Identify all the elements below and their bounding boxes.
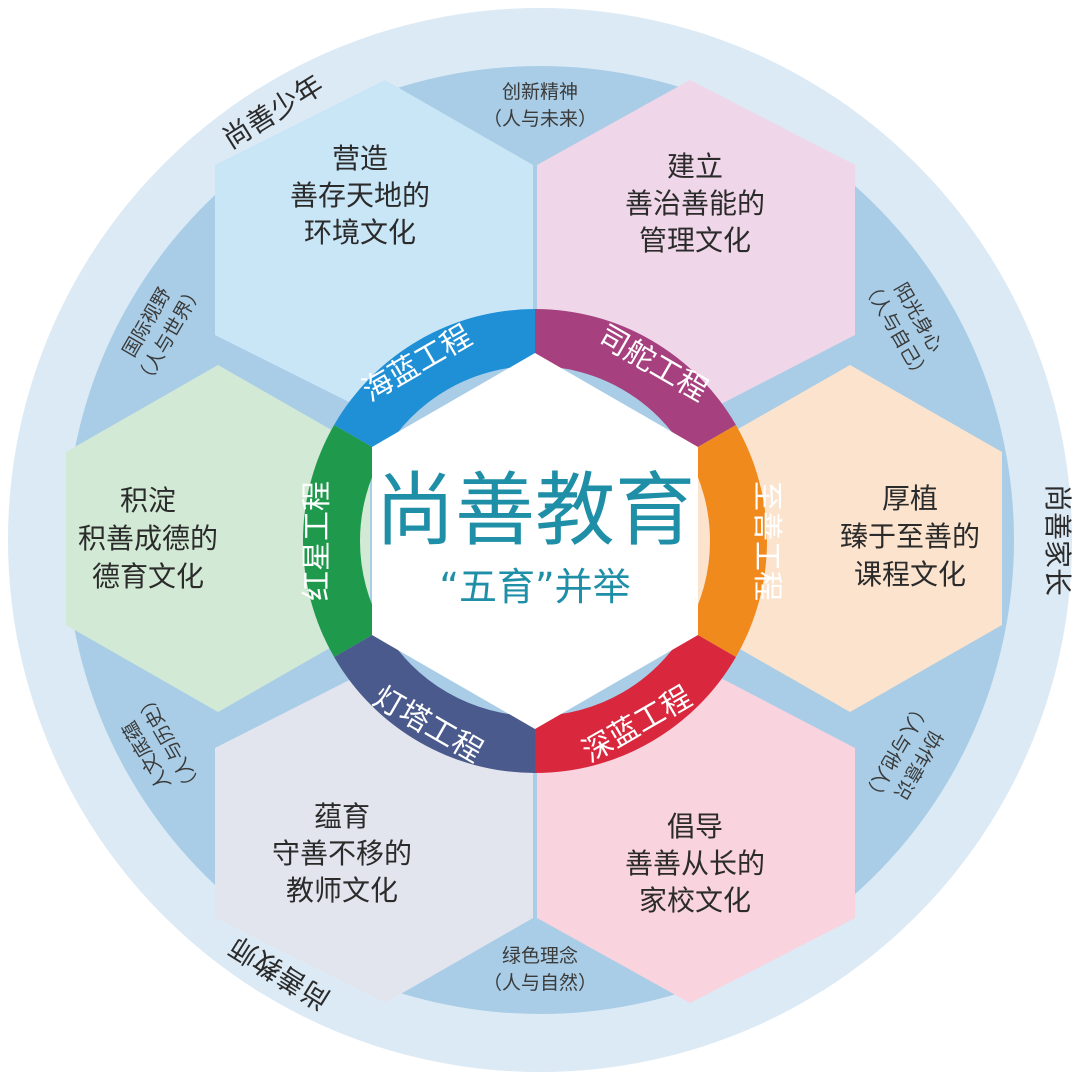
segment-situo [535,309,736,454]
teacher-line-2: 守善不移的 [272,837,412,870]
moral-line-2: 积善成德的 [78,522,218,555]
segment-dengta [334,628,535,773]
hex-moral-culture [66,365,370,712]
project-ring [302,309,767,773]
moral-line-3: 德育文化 [92,560,204,593]
environment-line-1: 营造 [332,142,388,175]
value-green-line-1: 绿色理念 [502,944,578,967]
segment-hongxing [302,425,384,657]
value-green-line-2: （人与自然） [483,972,597,994]
center-subtitle: “五育”并举 [439,565,630,609]
ring-label-parents: 尚善家长 [1041,484,1074,596]
home-school-line-3: 家校文化 [639,884,751,917]
management-line-2: 善治善能的 [625,187,765,220]
curriculum-line-3: 课程文化 [854,558,966,591]
teacher-line-1: 蕴育 [314,800,370,833]
moral-line-1: 积淀 [120,484,176,517]
center-title: 尚善教育 [375,464,695,557]
hex-curriculum-culture [698,365,1002,712]
segment-zhishan [686,425,767,657]
environment-line-2: 善存天地的 [290,179,430,212]
curriculum-line-1: 厚植 [882,482,938,515]
value-innovation-line-1: 创新精神 [502,81,578,103]
segment-shenlan [535,628,736,773]
value-innovation-line-2: （人与未来） [483,108,597,130]
project-hongxing-label: 红星工程 [300,481,335,601]
teacher-line-3: 教师文化 [286,874,398,907]
project-zhishan-label: 至善工程 [749,481,784,601]
management-line-3: 管理文化 [639,224,751,257]
center-hexagon [372,353,698,729]
curriculum-line-2: 臻于至善的 [840,520,980,553]
segment-hailan [334,309,535,454]
management-line-1: 建立 [667,150,723,183]
environment-line-3: 环境文化 [304,216,416,249]
home-school-line-2: 善善从长的 [625,847,765,880]
home-school-line-1: 倡导 [667,810,723,843]
